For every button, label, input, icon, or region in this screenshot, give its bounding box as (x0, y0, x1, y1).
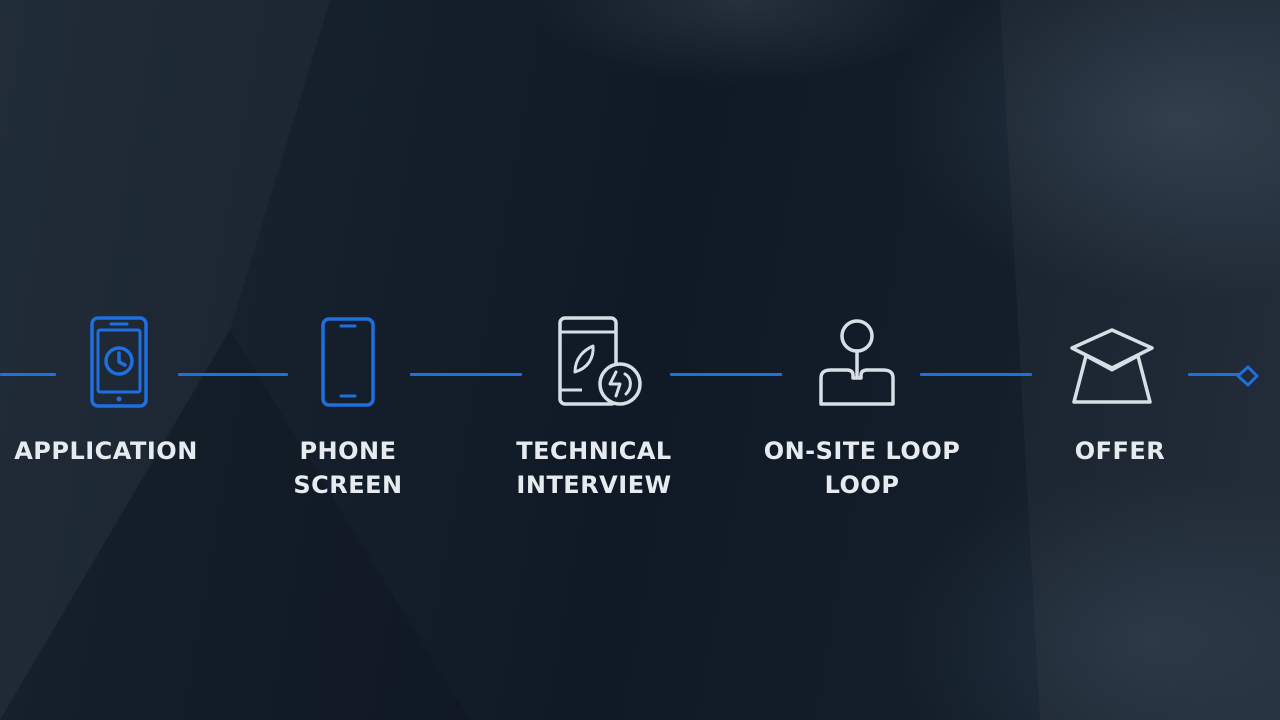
phone-clock-icon (90, 316, 148, 408)
step-label-application: APPLICATION (0, 434, 221, 468)
step-label-line: PHONE (299, 437, 397, 465)
step-label-line: APPLICATION (14, 437, 198, 465)
step-phone-screen (298, 312, 398, 412)
step-label-line: ON-SITE LOOP (763, 437, 961, 465)
arrow-head-icon (1236, 365, 1259, 387)
connector-line (0, 373, 56, 376)
step-label-on-site-loop: ON-SITE LOOP LOOP (747, 434, 977, 502)
step-offer (1062, 312, 1162, 412)
tablet-code-icon (558, 316, 642, 406)
graduation-cap-icon (1070, 328, 1154, 404)
connector-line (920, 373, 1032, 376)
step-label-technical-interview: TECHNICAL INTERVIEW (479, 434, 709, 502)
step-on-site-loop (807, 312, 907, 412)
step-application (69, 312, 169, 412)
connector-line (178, 373, 288, 376)
step-label-line: OFFER (1074, 437, 1166, 465)
step-label-line: TECHNICAL (516, 437, 672, 465)
step-technical-interview (546, 312, 646, 412)
connector-line (670, 373, 782, 376)
location-pin-person-icon (819, 319, 895, 406)
smartphone-icon (321, 317, 375, 407)
connector-line (410, 373, 522, 376)
connector-line (1188, 373, 1240, 376)
step-label-line: LOOP (824, 471, 900, 499)
step-label-phone-screen: PHONE SCREEN (233, 434, 463, 502)
step-label-line: INTERVIEW (516, 471, 672, 499)
step-label-line: SCREEN (293, 471, 403, 499)
step-label-offer: OFFER (1005, 434, 1235, 468)
